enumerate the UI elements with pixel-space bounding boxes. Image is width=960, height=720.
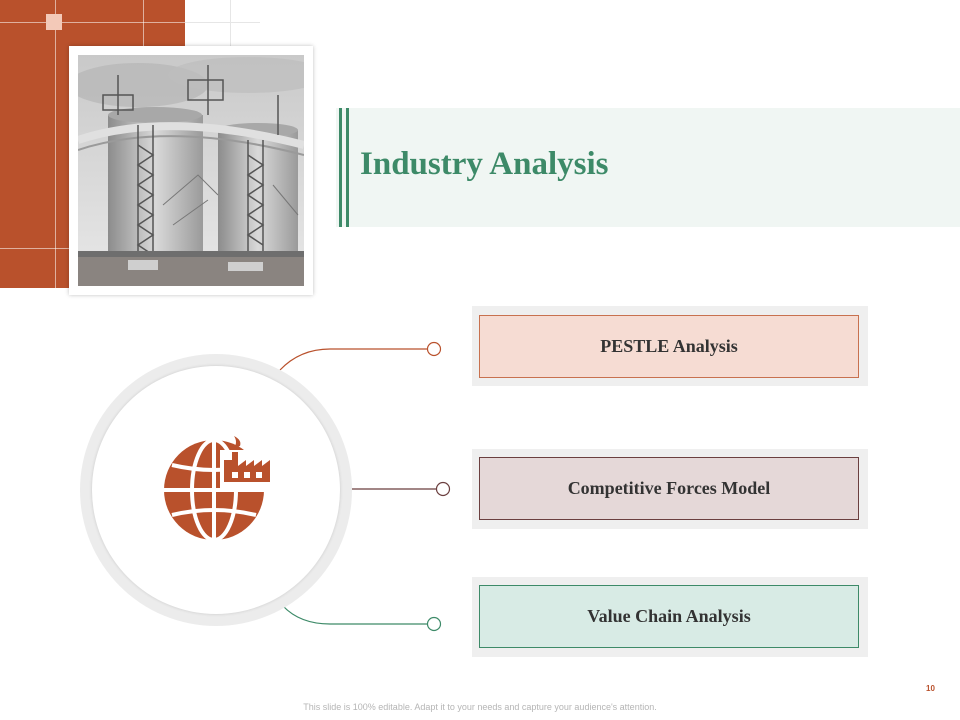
page-number: 10	[926, 684, 935, 693]
competitive-forces-card: Competitive Forces Model	[479, 457, 859, 520]
title-accent-bar	[339, 108, 342, 227]
page-title: Industry Analysis	[360, 146, 609, 182]
title-banner	[336, 108, 960, 227]
footer-note: This slide is 100% editable. Adapt it to…	[303, 702, 657, 712]
connector-line-1	[279, 348, 427, 371]
title-accent-bar	[346, 108, 349, 227]
decorative-grid-line	[230, 0, 231, 46]
card-label: PESTLE Analysis	[600, 336, 738, 356]
connector-node-2	[435, 481, 451, 497]
card-label: Value Chain Analysis	[587, 606, 751, 626]
card-label: Competitive Forces Model	[567, 478, 771, 498]
value-chain-card: Value Chain Analysis	[479, 585, 859, 648]
decorative-grid-line	[185, 22, 260, 23]
decorative-square	[46, 14, 62, 30]
connector-node-3	[426, 616, 442, 632]
connector-line-3	[282, 605, 427, 625]
globe-factory-icon	[156, 430, 276, 555]
connector-node-1	[426, 341, 442, 357]
decorative-grid-line	[0, 22, 185, 23]
pestle-analysis-card: PESTLE Analysis	[479, 315, 859, 378]
industrial-photo-frame	[69, 46, 313, 295]
refinery-photo	[78, 55, 304, 286]
decorative-grid-line	[55, 0, 56, 288]
